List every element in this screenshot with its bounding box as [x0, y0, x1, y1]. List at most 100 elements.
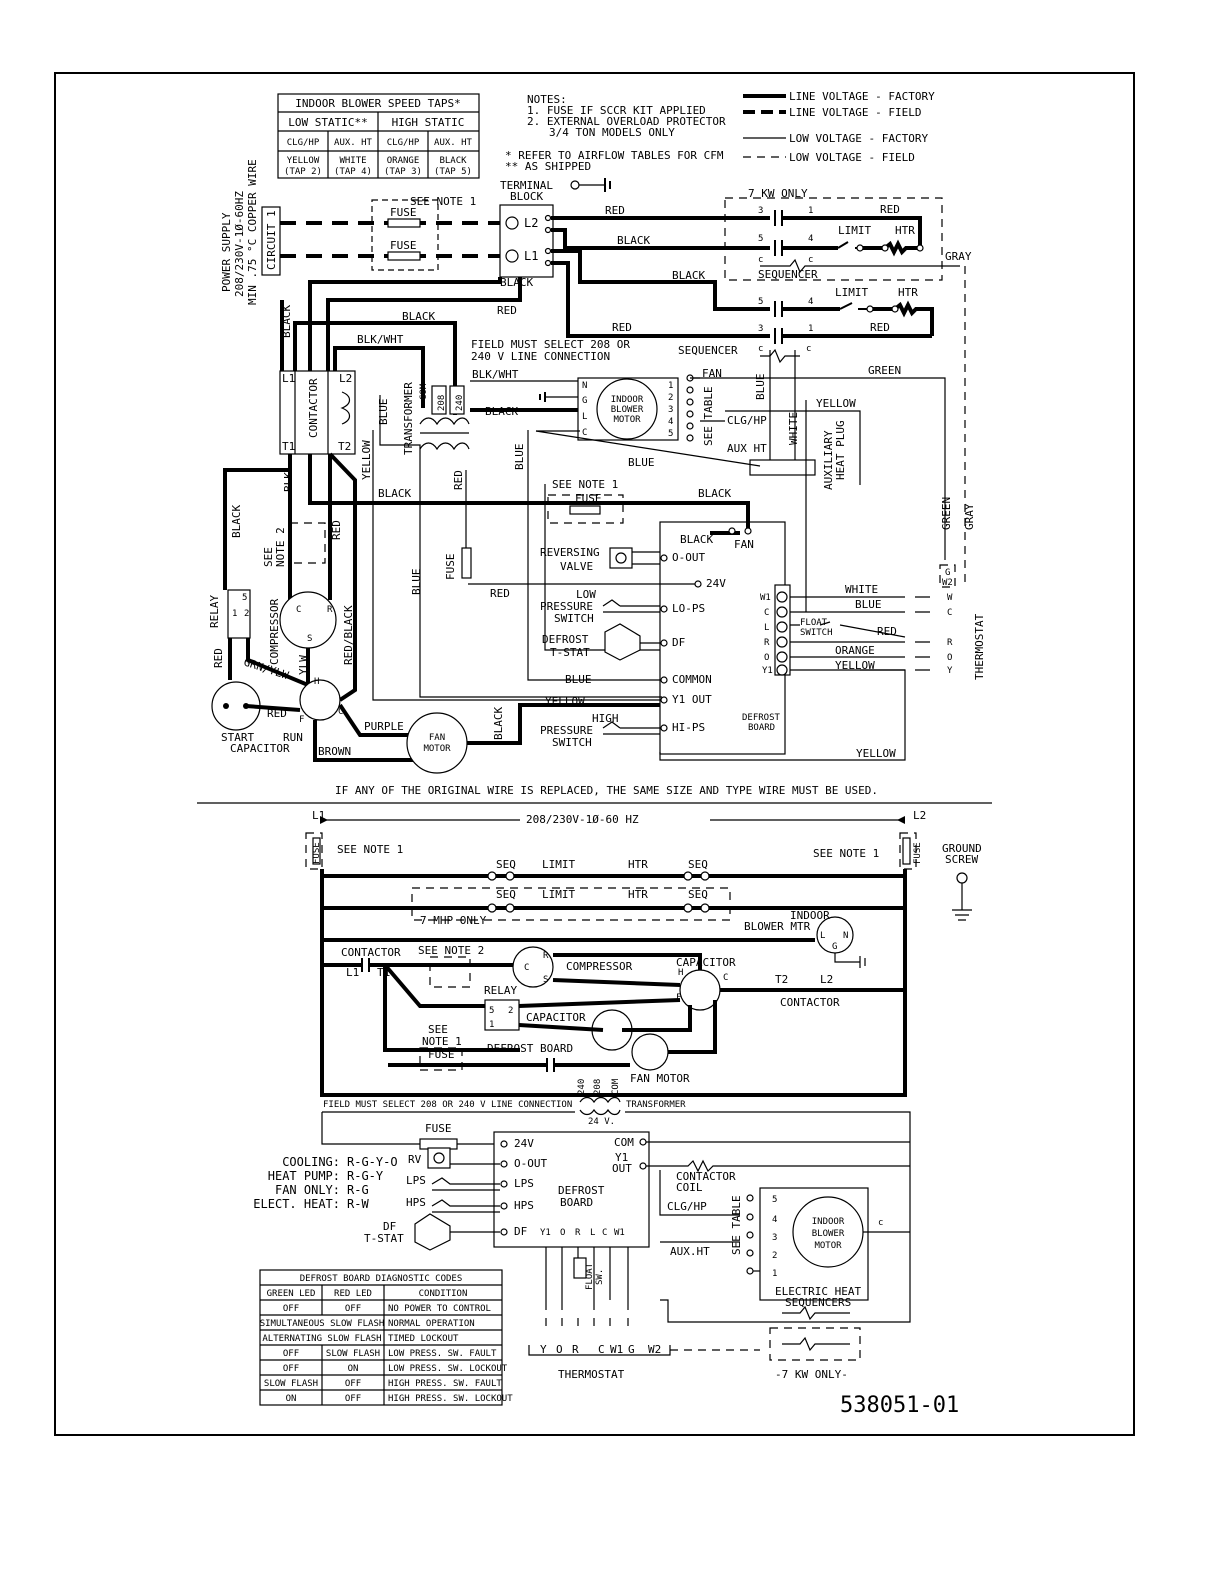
svg-text:W: W [947, 593, 953, 603]
svg-text:R: R [575, 1228, 581, 1238]
svg-text:L: L [590, 1228, 595, 1238]
ladder-voltage-label: 208/230V-1Ø-60 HZ [526, 813, 639, 826]
svg-text:BLOCK: BLOCK [510, 190, 543, 203]
run-capacitor-icon [299, 679, 341, 721]
svg-text:R: R [327, 605, 333, 615]
svg-text:VALVE: VALVE [560, 560, 593, 573]
svg-text:CLG/HP: CLG/HP [667, 1200, 707, 1213]
svg-text:5: 5 [489, 1006, 494, 1016]
transformer-label: TRANSFORMER [402, 382, 415, 455]
svg-text:LOW: LOW [576, 588, 596, 601]
svg-text:5: 5 [772, 1195, 777, 1205]
notes-block: NOTES: 1. FUSE IF SCCR KIT APPLIED 2. EX… [505, 93, 726, 173]
ladder-fan-motor-icon [631, 1033, 669, 1071]
svg-text:R-W: R-W [347, 1197, 369, 1211]
svg-text:O: O [560, 1228, 565, 1238]
overload-protector-box [289, 522, 326, 564]
svg-text:2: 2 [668, 393, 673, 403]
svg-text:INDOOR: INDOOR [790, 909, 830, 922]
svg-text:FUSE: FUSE [425, 1122, 452, 1135]
svg-text:R: R [572, 1343, 579, 1356]
fuse-label-2: FUSE [390, 239, 417, 252]
svg-text:OFF: OFF [283, 1364, 299, 1374]
heater-element-1-icon [860, 239, 920, 257]
thermostat-label-top: THERMOSTAT [973, 613, 986, 680]
low-voltage-section: FUSE 24V O-OUT LPS HPS DF DEFROST BOARD … [253, 1111, 911, 1381]
svg-text:HTR: HTR [628, 858, 648, 871]
svg-text:3: 3 [758, 206, 763, 216]
svg-text:PRESSURE: PRESSURE [540, 600, 593, 613]
svg-text:FAN: FAN [702, 367, 722, 380]
svg-text:CONDITION: CONDITION [419, 1289, 468, 1299]
svg-text:Y: Y [540, 1343, 547, 1356]
low-static-header: LOW STATIC** [288, 116, 367, 129]
svg-text:OFF: OFF [345, 1394, 361, 1404]
svg-text:CAPACITOR: CAPACITOR [230, 742, 290, 755]
svg-text:L: L [764, 623, 769, 633]
svg-text:G: G [945, 568, 950, 578]
power-supply-voltage: 208/230V-1Ø-60HZ [233, 191, 246, 297]
svg-text:208: 208 [437, 395, 447, 411]
svg-text:RED: RED [212, 648, 225, 668]
svg-text:ELECT. HEAT:: ELECT. HEAT: [253, 1197, 340, 1211]
col-clghp-1: CLG/HP [287, 138, 320, 148]
col-clghp-2: CLG/HP [387, 138, 420, 148]
relay-box [227, 589, 251, 639]
svg-text:G: G [582, 396, 587, 406]
diag-title: DEFROST BOARD DIAGNOSTIC CODES [300, 1274, 463, 1284]
svg-text:O: O [556, 1343, 563, 1356]
svg-text:208: 208 [593, 1079, 603, 1095]
svg-text:HEAT PUMP:: HEAT PUMP: [268, 1169, 340, 1183]
svg-text:OFF: OFF [345, 1304, 361, 1314]
7kw-only-box [724, 197, 943, 281]
svg-text:T-STAT: T-STAT [364, 1232, 404, 1245]
svg-text:YELLOW: YELLOW [360, 440, 373, 480]
svg-text:4: 4 [808, 234, 813, 244]
svg-text:C: C [947, 608, 952, 618]
fan-motor-icon [406, 712, 468, 774]
svg-text:BLACK: BLACK [500, 276, 533, 289]
svg-text:START: START [221, 731, 254, 744]
svg-text:INDOOR: INDOOR [611, 395, 644, 405]
svg-text:L: L [582, 412, 587, 422]
low-hps-switch-icon [431, 1199, 500, 1213]
svg-text:FLOAT: FLOAT [800, 618, 828, 628]
svg-text:Y1: Y1 [540, 1228, 551, 1238]
power-supply-wire: MIN .75 °C COPPER WIRE [246, 159, 259, 305]
line-legend: LINE VOLTAGE - FACTORY LINE VOLTAGE - FI… [743, 90, 935, 164]
heat-sequencer-1-icon [782, 1305, 850, 1321]
terminal-screw-l1-icon [505, 249, 519, 263]
svg-text:HIGH PRESS. SW. LOCKOUT: HIGH PRESS. SW. LOCKOUT [388, 1394, 513, 1404]
svg-text:MOTOR: MOTOR [423, 744, 451, 754]
svg-text:YELLOW: YELLOW [856, 747, 896, 760]
svg-text:2: 2 [244, 609, 249, 619]
svg-text:SWITCH: SWITCH [554, 612, 594, 625]
svg-text:BLACK: BLACK [280, 305, 293, 338]
fuse-label-1: FUSE [390, 206, 417, 219]
contactor-coil-icon [340, 391, 351, 425]
transformer-secondary-icon [419, 442, 470, 451]
svg-text:4: 4 [668, 417, 673, 427]
svg-text:RED: RED [877, 625, 897, 638]
sequencer-2-coil-icon [760, 348, 800, 364]
part-number: 538051-01 [840, 1393, 959, 1418]
low-defrost-tstat-icon [414, 1213, 451, 1251]
svg-text:DF: DF [672, 636, 685, 649]
svg-text:L2: L2 [820, 973, 833, 986]
svg-text:YELLOW: YELLOW [545, 695, 585, 708]
notes-title: NOTES: [527, 93, 567, 106]
svg-text:R: R [947, 638, 953, 648]
svg-text:7 MHP ONLY: 7 MHP ONLY [420, 914, 487, 927]
svg-text:RED: RED [870, 321, 890, 334]
svg-text:GREEN LED: GREEN LED [267, 1289, 316, 1299]
terminal-block: TERMINAL BLOCK L2 L1 BLACK [499, 178, 611, 289]
svg-text:RELAY: RELAY [484, 984, 517, 997]
thermostat-label-low: THERMOSTAT [558, 1368, 625, 1381]
svg-text:TIMED LOCKOUT: TIMED LOCKOUT [388, 1334, 459, 1344]
tap-orange: ORANGE [387, 156, 420, 166]
svg-text:NOTE 1: NOTE 1 [422, 1035, 462, 1048]
terminal-block-label: TERMINAL [500, 179, 553, 192]
svg-text:W2: W2 [942, 578, 953, 588]
